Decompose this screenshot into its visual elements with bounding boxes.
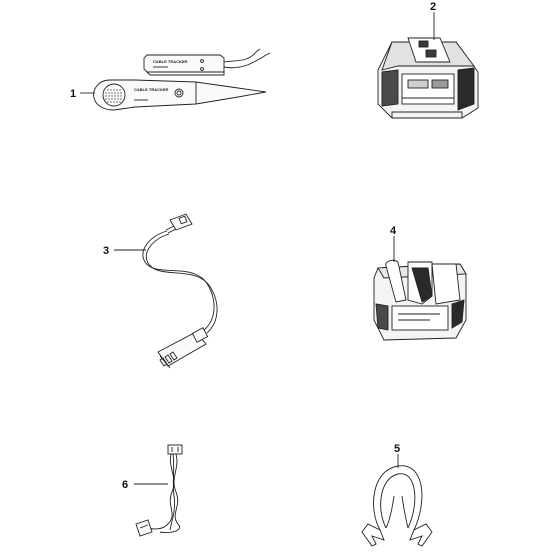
connector-top-plug-icon [167, 444, 183, 455]
part-2-battery-charger-icon[interactable]: 2 [377, 1, 479, 119]
callout-5: 5 [394, 443, 400, 455]
part-4-battery-pack-icon[interactable]: 4 [373, 225, 467, 341]
harness-top-connector-icon [165, 213, 193, 234]
cable-tracker-transmitter: CABLE TRACKER [143, 48, 271, 76]
callout-3: 3 [103, 245, 109, 257]
speaker-grille-icon [105, 89, 122, 103]
callout-1: 1 [70, 88, 76, 100]
callout-2: 2 [430, 1, 436, 13]
probe-label: CABLE TRACKER [134, 87, 169, 92]
cable-tracker-probe: CABLE TRACKER [93, 79, 267, 111]
callout-4: 4 [390, 225, 397, 237]
part-5-holder-clip-icon[interactable]: 5 [361, 443, 433, 547]
part-3-cable-harness-icon[interactable]: 3 [103, 213, 218, 369]
transmitter-label: CABLE TRACKER [153, 59, 188, 64]
connector-bottom-plug-icon [135, 519, 153, 537]
harness-bottom-connector-icon [157, 327, 209, 369]
part-1-cable-tracker-icon[interactable]: CABLE TRACKER CABLE TRACKER [70, 48, 271, 111]
part-6-wire-connector-icon[interactable]: 6 [122, 444, 183, 537]
callout-6: 6 [122, 479, 128, 491]
